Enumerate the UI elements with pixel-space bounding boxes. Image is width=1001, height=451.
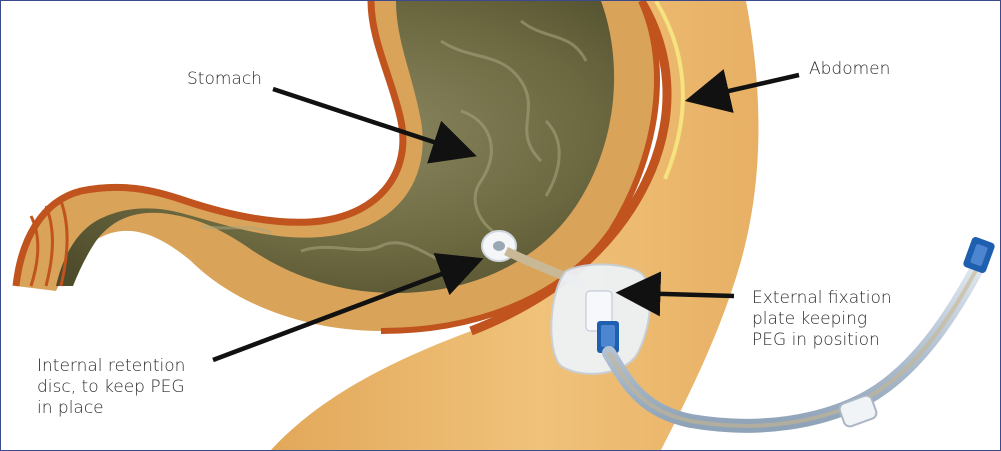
label-internal-line3: in place: [37, 398, 185, 419]
label-external-line2: plate keeping: [752, 309, 892, 330]
external-plate-arrow: [629, 293, 734, 296]
label-external-line3: PEG in position: [752, 330, 892, 351]
label-external-fixation: External fixation plate keeping PEG in p…: [752, 288, 892, 351]
tube-clamp: [838, 394, 878, 428]
external-fixation-plate: [551, 264, 650, 373]
label-internal-line1: Internal retention: [37, 356, 185, 377]
label-internal-retention: Internal retention disc, to keep PEG in …: [37, 356, 185, 419]
label-stomach: Stomach: [187, 69, 262, 90]
label-external-line1: External fixation: [752, 288, 892, 309]
tube-end-connector: [962, 236, 995, 274]
stomach-lumen: [56, 1, 614, 293]
label-abdomen: Abdomen: [809, 59, 890, 80]
label-internal-line2: disc, to keep PEG: [37, 377, 185, 398]
